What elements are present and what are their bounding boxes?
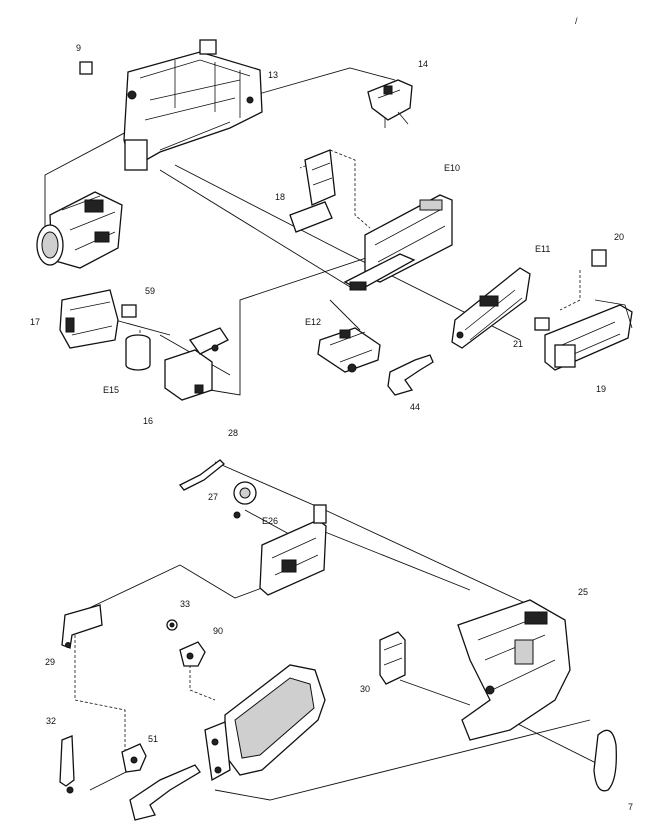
part-25-rear-casing — [457, 599, 571, 741]
callout-7: 7 — [628, 802, 633, 812]
part-7-cover — [593, 729, 617, 792]
part-lcd-panel — [204, 664, 326, 782]
part-13-chassis — [123, 39, 263, 171]
callout-90: 90 — [213, 626, 223, 636]
part-18-strip — [289, 149, 336, 233]
callout-44: 44 — [410, 402, 420, 412]
part-27-gear — [233, 481, 257, 519]
part-29-bracket — [61, 604, 103, 649]
callout-mark-top-right: / — [575, 16, 578, 26]
callout-17: 17 — [30, 317, 40, 327]
callout-51: 51 — [148, 734, 158, 744]
callout-18: 18 — [275, 192, 285, 202]
callout-27: 27 — [208, 492, 218, 502]
callout-28: 28 — [228, 428, 238, 438]
callout-20: 20 — [614, 232, 624, 242]
callout-E26: E26 — [262, 516, 278, 526]
part-19-bracket — [544, 299, 633, 371]
part-21-plate — [534, 317, 550, 331]
callout-13: 13 — [268, 70, 278, 80]
part-30-bracket — [379, 631, 406, 685]
callout-25: 25 — [578, 587, 588, 597]
part-16-block — [164, 327, 229, 401]
callout-E15: E15 — [103, 385, 119, 395]
part-E26-board — [259, 504, 327, 596]
part-E11-board — [451, 267, 531, 349]
callout-16: 16 — [143, 416, 153, 426]
part-32-bracket — [59, 735, 75, 794]
callout-14: 14 — [418, 59, 428, 69]
callout-33: 33 — [180, 599, 190, 609]
callout-59: 59 — [145, 286, 155, 296]
part-9-plate — [79, 61, 93, 75]
part-17-bracket — [59, 289, 119, 349]
part-44-flex-cable — [387, 354, 434, 396]
parts-drawings — [36, 39, 633, 821]
part-90-clip — [179, 641, 206, 667]
part-20-plate — [591, 249, 607, 267]
callout-21: 21 — [513, 339, 523, 349]
part-59-plate — [121, 304, 137, 318]
callout-E10: E10 — [444, 163, 460, 173]
part-lens-assembly — [36, 191, 123, 269]
part-33-screw — [166, 619, 178, 631]
callout-30: 30 — [360, 684, 370, 694]
callout-9: 9 — [76, 43, 81, 53]
connection-lines — [44, 67, 601, 801]
part-E12-unit — [317, 327, 381, 373]
part-51-hinge — [121, 743, 147, 773]
part-14-bracket — [367, 79, 413, 128]
callout-32: 32 — [46, 716, 56, 726]
part-E15-cylinder — [125, 334, 151, 371]
callout-E12: E12 — [305, 317, 321, 327]
part-E10-board — [343, 194, 453, 291]
part-lcd-flex — [129, 764, 201, 821]
callout-19: 19 — [596, 384, 606, 394]
callout-E11: E11 — [535, 244, 550, 254]
callout-29: 29 — [45, 657, 55, 667]
part-28-pin — [178, 459, 225, 491]
callout-labels: / 9 13 14 E10 18 E11 20 59 17 E12 21 E15… — [30, 16, 633, 812]
